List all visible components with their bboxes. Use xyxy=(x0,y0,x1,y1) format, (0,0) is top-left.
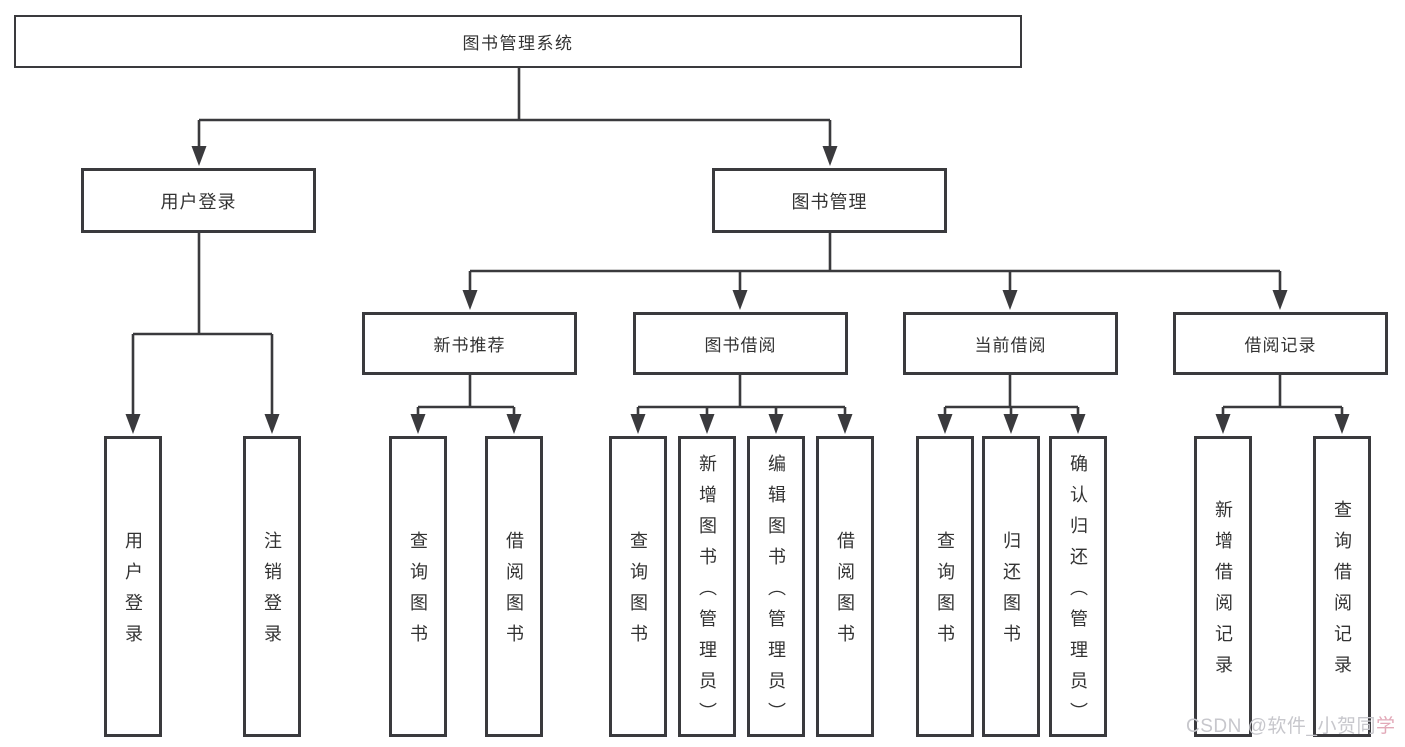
csdn-watermark: CSDN @软件_小贺同学 xyxy=(1186,711,1396,738)
leaf-query-borrow-record: 查询借阅记录 xyxy=(1313,436,1371,737)
leaf-user-login: 用户登录 xyxy=(104,436,162,737)
leaf-borrow-books-label: 借阅图书 xyxy=(835,531,855,655)
leaf-add-borrow-record-label: 新增借阅记录 xyxy=(1213,500,1233,686)
leaf-borrow-books-recommend-label: 借阅图书 xyxy=(504,531,524,655)
leaf-query-borrow-record-label: 查询借阅记录 xyxy=(1332,500,1352,686)
leaf-logout-label: 注销登录 xyxy=(262,531,282,655)
root-node-book-management-system: 图书管理系统 xyxy=(14,15,1022,68)
section-new-book-recommend-label: 新书推荐 xyxy=(433,336,506,355)
leaf-query-books-borrow-label: 查询图书 xyxy=(628,531,648,655)
arrowheads xyxy=(125,146,1350,434)
leaf-edit-books-admin: 编辑图书（管理员） xyxy=(747,436,805,737)
leaf-query-books-recommend: 查询图书 xyxy=(389,436,447,737)
leaf-query-books-recommend-label: 查询图书 xyxy=(408,531,428,655)
section-borrow-records: 借阅记录 xyxy=(1173,312,1388,375)
csdn-watermark-text: CSDN @软件_小贺同 xyxy=(1186,716,1376,737)
leaf-add-borrow-record: 新增借阅记录 xyxy=(1194,436,1252,737)
csdn-watermark-accent: 学 xyxy=(1375,716,1396,737)
root-node-label: 图书管理系统 xyxy=(462,34,574,53)
leaf-query-books-current: 查询图书 xyxy=(916,436,974,737)
leaf-return-books-label: 归还图书 xyxy=(1001,531,1021,655)
section-book-borrow-label: 图书借阅 xyxy=(704,336,777,355)
branch-book-management: 图书管理 xyxy=(712,168,947,233)
leaf-return-books: 归还图书 xyxy=(982,436,1040,737)
leaf-confirm-return-admin: 确认归还（管理员） xyxy=(1049,436,1107,737)
leaf-edit-books-admin-label: 编辑图书（管理员） xyxy=(766,453,786,733)
section-new-book-recommend: 新书推荐 xyxy=(362,312,577,375)
branch-user-login: 用户登录 xyxy=(81,168,316,233)
leaf-query-books-borrow: 查询图书 xyxy=(609,436,667,737)
section-current-borrow: 当前借阅 xyxy=(903,312,1118,375)
leaf-user-login-label: 用户登录 xyxy=(123,531,143,655)
leaf-logout: 注销登录 xyxy=(243,436,301,737)
section-book-borrow: 图书借阅 xyxy=(633,312,848,375)
leaf-borrow-books-recommend: 借阅图书 xyxy=(485,436,543,737)
leaf-add-books-admin: 新增图书（管理员） xyxy=(678,436,736,737)
leaf-borrow-books: 借阅图书 xyxy=(816,436,874,737)
section-current-borrow-label: 当前借阅 xyxy=(974,336,1047,355)
section-borrow-records-label: 借阅记录 xyxy=(1244,336,1317,355)
branch-user-login-label: 用户登录 xyxy=(160,191,237,212)
leaf-query-books-current-label: 查询图书 xyxy=(935,531,955,655)
leaf-add-books-admin-label: 新增图书（管理员） xyxy=(697,453,717,733)
branch-book-management-label: 图书管理 xyxy=(791,191,868,212)
leaf-confirm-return-admin-label: 确认归还（管理员） xyxy=(1068,453,1088,733)
